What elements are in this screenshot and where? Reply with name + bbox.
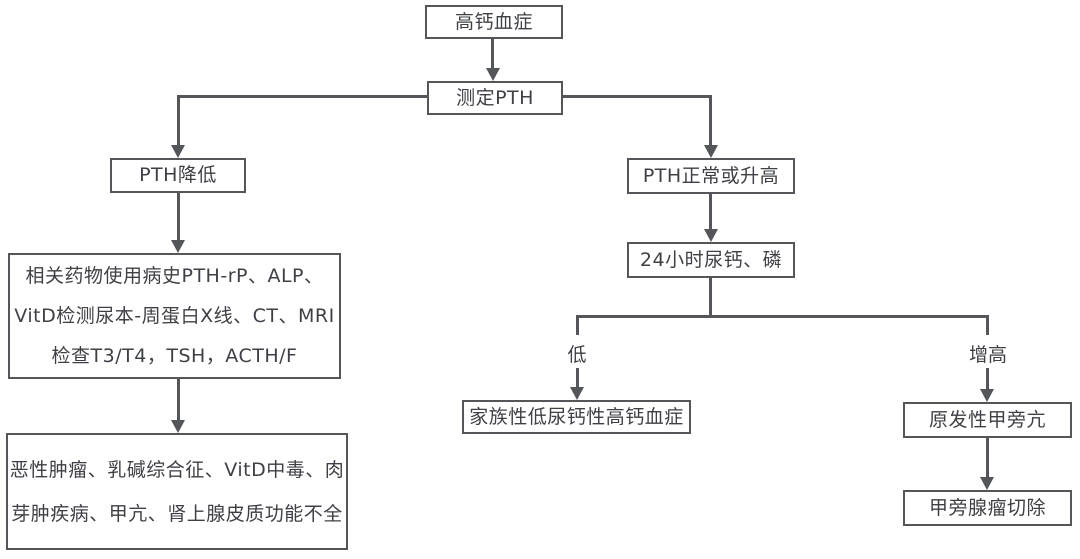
connector-pth-normal-high-to-urine	[709, 194, 712, 229]
connector-split-tick-low	[576, 315, 579, 335]
workup-line-3: 检查T3/T4，TSH，ACTH/F	[51, 345, 298, 367]
ddx-line-2: 芽肿疾病、甲亢、肾上腺皮质功能不全	[11, 502, 343, 525]
arrowhead-urine	[704, 229, 718, 242]
arrowhead-pth-low	[171, 145, 185, 158]
arrowhead-resection	[980, 477, 994, 490]
node-parathyroid-adenoma-resection: 甲旁腺瘤切除	[903, 490, 1072, 526]
arrowhead-ddx	[171, 420, 185, 433]
connector-hypercalcemia-to-measure-pth	[491, 39, 494, 69]
connector-down-to-pth-normal-high	[709, 95, 712, 145]
node-pth-low: PTH降低	[110, 158, 246, 193]
connector-php-to-resection	[986, 438, 989, 477]
branch-label-low: 低	[567, 344, 587, 366]
node-hypercalcemia: 高钙血症	[425, 5, 563, 39]
branch-label-increased: 增高	[968, 344, 1008, 366]
arrowhead-measure-pth	[486, 68, 500, 81]
node-pth-normal-or-high: PTH正常或升高	[627, 158, 795, 194]
connector-split-horizontal	[576, 315, 989, 318]
ddx-line-1: 恶性肿瘤、乳碱综合征、VitD中毒、肉	[9, 458, 345, 481]
workup-line-1: 相关药物使用病史PTH-rP、ALP、	[25, 265, 324, 287]
connector-urine-stem	[709, 278, 712, 318]
node-familial-hypocalciuric-hypercalcemia: 家族性低尿钙性高钙血症	[462, 400, 691, 434]
node-primary-hyperparathyroidism: 原发性甲旁亢	[903, 402, 1072, 438]
connector-pth-low-to-workup	[177, 193, 180, 240]
connector-low-to-fhh	[576, 368, 579, 387]
node-differential-diagnosis: 恶性肿瘤、乳碱综合征、VitD中毒、肉 芽肿疾病、甲亢、肾上腺皮质功能不全	[6, 433, 348, 550]
connector-split-tick-increased	[986, 315, 989, 335]
connector-workup-to-ddx	[177, 379, 180, 420]
arrowhead-fhh	[570, 387, 584, 400]
node-measure-pth: 测定PTH	[427, 81, 563, 115]
connector-down-to-pth-low	[177, 95, 180, 145]
arrowhead-php	[980, 389, 994, 402]
node-24h-urine-calcium-phosphorus: 24小时尿钙、磷	[627, 242, 795, 278]
connector-measure-pth-right	[563, 95, 711, 98]
node-workup-tests: 相关药物使用病史PTH-rP、ALP、 VitD检测尿本-周蛋白X线、CT、MR…	[8, 253, 341, 379]
workup-line-2: VitD检测尿本-周蛋白X线、CT、MRI	[14, 305, 335, 327]
connector-measure-pth-left	[177, 95, 427, 98]
arrowhead-pth-normal-high	[704, 145, 718, 158]
connector-increased-to-php	[986, 368, 989, 389]
arrowhead-workup	[171, 240, 185, 253]
